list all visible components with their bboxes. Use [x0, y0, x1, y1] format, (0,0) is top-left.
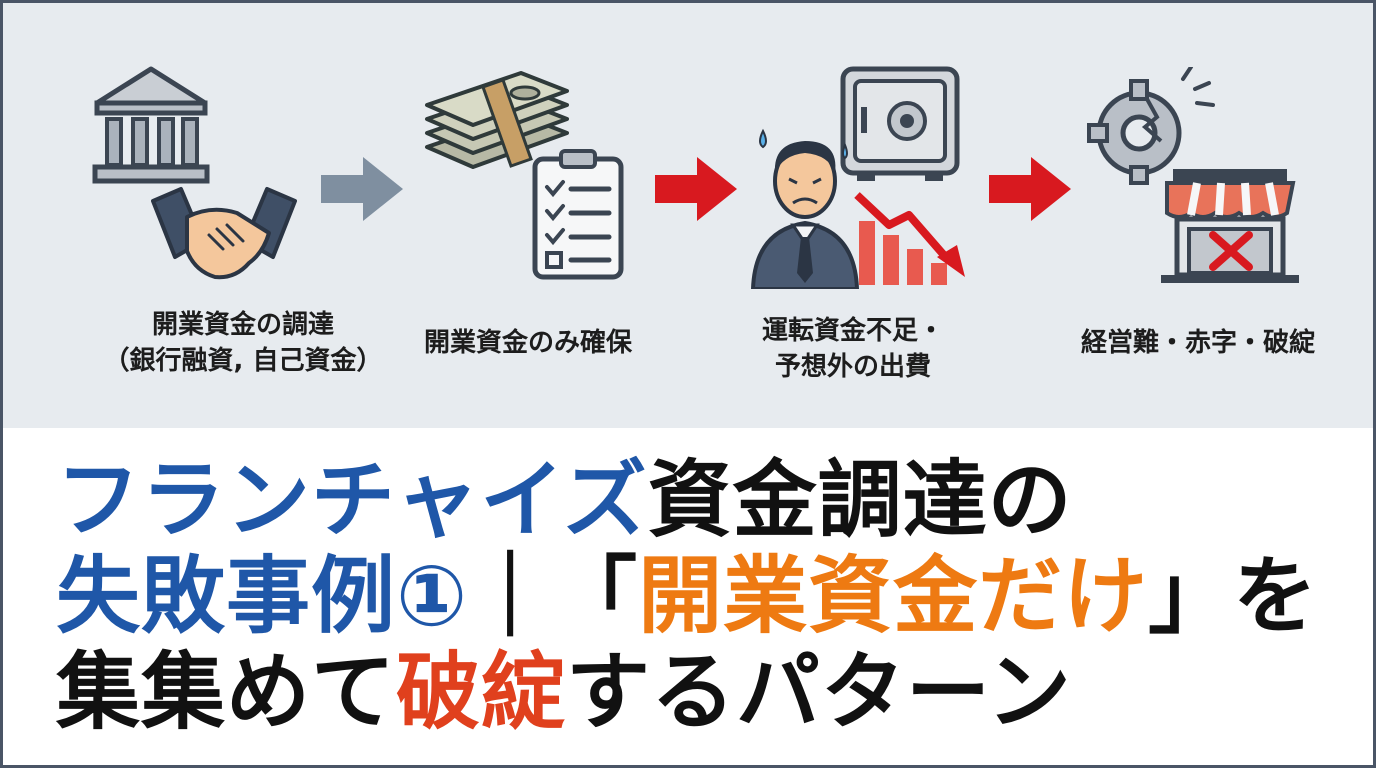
bank-icon — [92, 66, 210, 184]
step-caption-line1: 開業資金のみ確保 — [423, 328, 632, 358]
handshake-icon — [151, 187, 297, 280]
declining-chart-icon — [854, 192, 965, 285]
step-caption-line1: 開業資金の調達 — [151, 310, 334, 340]
headline-line-3: 集集めて破綻するパターン — [56, 644, 1318, 740]
headline: フランチャイズ資金調達の 失敗事例①｜「開業資金だけ」を 集集めて破綻するパター… — [56, 452, 1318, 740]
step-caption-line2: 予想外の出費 — [774, 352, 931, 382]
step-caption-line1: 経営難・赤字・破綻 — [1080, 328, 1315, 358]
step-caption-line1: 運転資金不足・ — [761, 316, 944, 346]
headline-separator: ｜「 — [468, 547, 639, 645]
headline-case: 失敗事例① — [56, 547, 469, 645]
headline-collect: 集集めて — [56, 643, 397, 741]
headline-particle: 」を — [1148, 547, 1319, 645]
step-caption: 経営難・赤字・破綻 — [1048, 325, 1348, 361]
arrow-right-icon — [989, 157, 1071, 221]
checklist-icon — [532, 149, 624, 280]
money-stack-icon — [425, 71, 569, 169]
flow-banner: 開業資金の調達 （銀行融資, 自己資金） 開業資金のみ確保 — [3, 3, 1373, 428]
worried-man-icon — [750, 128, 860, 289]
safe-icon — [840, 66, 960, 181]
headline-franchise: フランチャイズ — [56, 451, 648, 549]
step-caption-line2: （銀行融資, 自己資金） — [103, 346, 383, 376]
closed-shop-icon — [1161, 169, 1299, 283]
broken-gear-icon — [1087, 67, 1215, 185]
arrow-right-icon — [655, 157, 737, 221]
step-caption: 開業資金のみ確保 — [378, 325, 678, 361]
headline-pattern: するパターン — [566, 643, 1072, 741]
headline-funding: 資金調達の — [647, 451, 1073, 549]
step-caption: 運転資金不足・ 予想外の出費 — [703, 313, 1003, 385]
headline-line-2: 失敗事例①｜「開業資金だけ」を — [56, 548, 1318, 644]
headline-opening-funds: 開業資金だけ — [638, 547, 1149, 645]
headline-line-1: フランチャイズ資金調達の — [56, 452, 1318, 548]
headline-bankruptcy: 破綻 — [396, 643, 567, 741]
arrow-right-icon — [321, 157, 403, 221]
step-caption: 開業資金の調達 （銀行融資, 自己資金） — [93, 307, 393, 379]
